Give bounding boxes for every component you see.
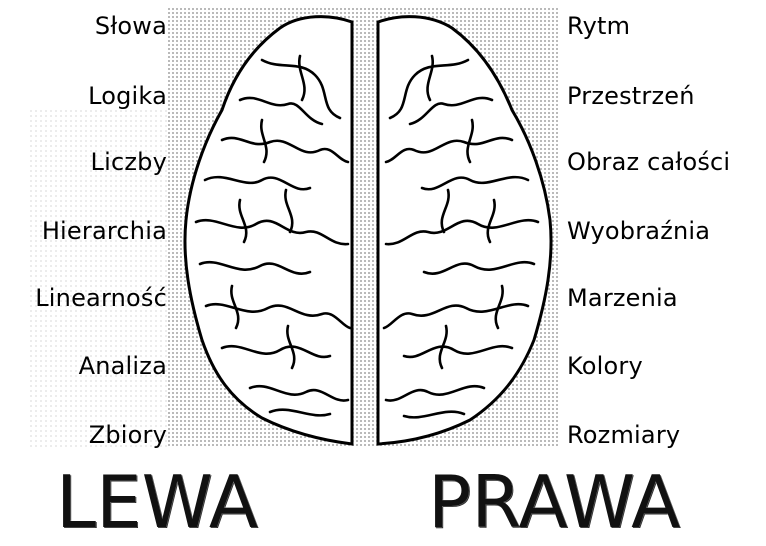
- left-trait-label: Słowa: [94, 12, 167, 40]
- left-trait-label: Linearność: [35, 284, 167, 312]
- right-trait-label: Rozmiary: [567, 421, 681, 449]
- left-trait-label: Liczby: [90, 148, 167, 176]
- left-gyri: [194, 54, 352, 417]
- left-trait-label: Logika: [88, 82, 167, 110]
- left-trait-label: Zbiory: [88, 421, 167, 449]
- right-hemisphere-title: PRAWA: [428, 460, 681, 544]
- right-trait-label: Rytm: [567, 12, 631, 40]
- right-hemisphere: [376, 15, 553, 446]
- right-trait-label: Przestrzeń: [567, 82, 695, 110]
- left-hemisphere: [183, 15, 354, 446]
- stipple-texture-faint: [30, 110, 170, 450]
- right-trait-label: Wyobraźnia: [567, 217, 711, 245]
- left-trait-label: Analiza: [78, 352, 167, 380]
- right-trait-label: Kolory: [567, 352, 643, 380]
- right-trait-label: Obraz całości: [567, 148, 731, 176]
- left-hemisphere-title: LEWA: [56, 460, 259, 544]
- right-gyri: [382, 54, 540, 419]
- right-trait-label: Marzenia: [567, 284, 678, 312]
- left-trait-label: Hierarchia: [41, 217, 167, 245]
